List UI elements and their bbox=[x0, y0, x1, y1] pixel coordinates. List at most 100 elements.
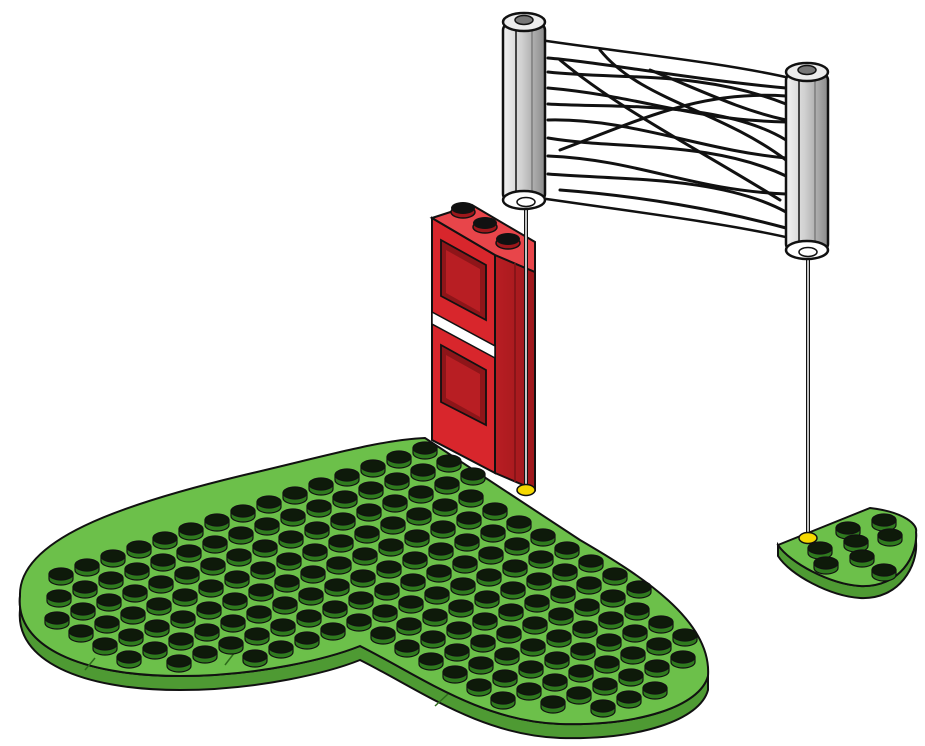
stud bbox=[479, 547, 503, 564]
stud bbox=[403, 552, 427, 569]
stud bbox=[457, 512, 481, 529]
stud bbox=[649, 616, 673, 633]
stud bbox=[335, 469, 359, 486]
stud bbox=[599, 612, 623, 629]
stud bbox=[433, 499, 457, 516]
stud bbox=[125, 563, 149, 580]
guide-dot-left bbox=[517, 485, 535, 496]
stud bbox=[495, 648, 519, 665]
stud bbox=[467, 679, 491, 696]
stud bbox=[475, 591, 499, 608]
stud bbox=[647, 638, 671, 655]
stud bbox=[175, 567, 199, 584]
stud bbox=[257, 496, 281, 513]
stud bbox=[351, 570, 375, 587]
red-column-brick bbox=[432, 202, 535, 490]
stud bbox=[145, 620, 169, 637]
stud bbox=[455, 534, 479, 551]
stud bbox=[471, 635, 495, 652]
stud bbox=[147, 598, 171, 615]
stud bbox=[353, 548, 377, 565]
stud bbox=[643, 682, 667, 699]
stud bbox=[437, 455, 461, 472]
stud bbox=[808, 542, 832, 559]
stud bbox=[387, 451, 411, 468]
small-round-plate bbox=[778, 508, 916, 598]
stud bbox=[527, 573, 551, 590]
stud bbox=[385, 473, 409, 490]
scroll-banner-element bbox=[503, 13, 828, 259]
stud bbox=[401, 574, 425, 591]
stud bbox=[623, 625, 647, 642]
stud bbox=[617, 691, 641, 708]
stud bbox=[371, 627, 395, 644]
stud bbox=[127, 541, 151, 558]
stud bbox=[553, 564, 577, 581]
stud bbox=[397, 618, 421, 635]
stud bbox=[571, 643, 595, 660]
stud bbox=[531, 529, 555, 546]
stud bbox=[421, 631, 445, 648]
stud bbox=[579, 555, 603, 572]
stud bbox=[355, 526, 379, 543]
stud bbox=[523, 617, 547, 634]
stud bbox=[303, 544, 327, 561]
stud bbox=[423, 609, 447, 626]
stud bbox=[331, 513, 355, 530]
stud bbox=[225, 571, 249, 588]
stud bbox=[814, 557, 838, 574]
stud bbox=[359, 482, 383, 499]
stud bbox=[529, 551, 553, 568]
stud bbox=[357, 504, 381, 521]
stud bbox=[329, 535, 353, 552]
stud bbox=[517, 683, 541, 700]
stud bbox=[201, 558, 225, 575]
stud bbox=[169, 633, 193, 650]
stud bbox=[151, 554, 175, 571]
stud bbox=[601, 590, 625, 607]
stud bbox=[271, 619, 295, 636]
placement-guide-line bbox=[517, 205, 817, 544]
stud bbox=[281, 509, 305, 526]
stud bbox=[503, 560, 527, 577]
stud bbox=[199, 580, 223, 597]
stud bbox=[377, 561, 401, 578]
stud bbox=[673, 629, 697, 646]
stud bbox=[327, 557, 351, 574]
stud bbox=[459, 490, 483, 507]
stud bbox=[469, 657, 493, 674]
stud bbox=[229, 527, 253, 544]
stud bbox=[477, 569, 501, 586]
stud bbox=[555, 542, 579, 559]
stud bbox=[844, 535, 868, 552]
stud bbox=[75, 559, 99, 576]
stud bbox=[177, 545, 201, 562]
stud bbox=[419, 653, 443, 670]
stud bbox=[373, 605, 397, 622]
stud bbox=[221, 615, 245, 632]
stud bbox=[453, 556, 477, 573]
stud bbox=[297, 610, 321, 627]
stud bbox=[307, 500, 331, 517]
stud bbox=[575, 599, 599, 616]
stud bbox=[427, 565, 451, 582]
stud bbox=[205, 514, 229, 531]
stud bbox=[321, 623, 345, 640]
stud bbox=[501, 582, 525, 599]
stud bbox=[231, 505, 255, 522]
stud bbox=[593, 678, 617, 695]
stud bbox=[850, 550, 874, 567]
stud bbox=[429, 543, 453, 560]
stud bbox=[45, 612, 69, 629]
stud bbox=[425, 587, 449, 604]
stud bbox=[197, 602, 221, 619]
stud bbox=[399, 596, 423, 613]
stud bbox=[461, 468, 485, 485]
stud bbox=[577, 577, 601, 594]
stud bbox=[591, 700, 615, 717]
stud bbox=[551, 586, 575, 603]
stud bbox=[101, 550, 125, 567]
stud bbox=[333, 491, 357, 508]
stud bbox=[481, 525, 505, 542]
stud bbox=[277, 553, 301, 570]
